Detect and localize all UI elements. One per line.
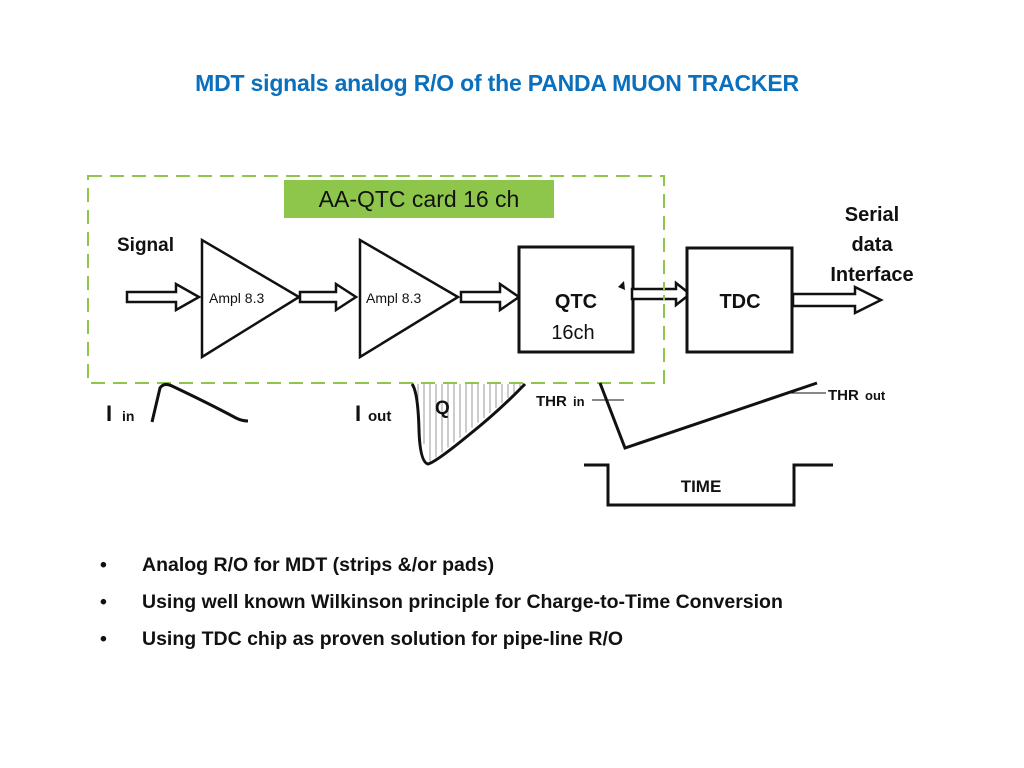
output-label-line3: Interface <box>830 264 913 286</box>
thr-out-label-sub: out <box>865 388 886 403</box>
bullet-text: Analog R/O for MDT (strips &/or pads) <box>142 554 495 576</box>
card-boundary <box>87 175 665 384</box>
bullet-marker: • <box>100 591 107 613</box>
bullet-list: • Analog R/O for MDT (strips &/or pads) •… <box>100 551 900 662</box>
bullet-item: • Analog R/O for MDT (strips &/or pads) <box>100 551 900 580</box>
slide-title-text: MDT signals analog R/O of the PANDA MUON… <box>195 70 799 96</box>
thr-in-label-main: THR <box>536 393 567 410</box>
bullet-item: • Using TDC chip as proven solution for p… <box>100 625 900 654</box>
amplifier-1 <box>200 237 302 360</box>
qtc-sublabel: 16ch <box>551 322 594 344</box>
serial-output-arrow <box>791 284 884 316</box>
output-label-line2: data <box>851 234 893 256</box>
time-pulse <box>584 463 833 507</box>
qtc-label: QTC <box>555 291 597 313</box>
i-out-waveform <box>410 382 527 466</box>
time-label: TIME <box>681 477 722 496</box>
bullet-text: Using well known Wilkinson principle for… <box>142 591 783 613</box>
amplifier-2 <box>358 237 461 360</box>
i-out-label-sub: out <box>368 408 391 425</box>
qtc-to-tdc-arrow <box>630 280 693 308</box>
card-label: AA-QTC card 16 ch <box>284 180 554 218</box>
thr-out-label-main: THR <box>828 387 859 404</box>
thr-in-label-sub: in <box>573 394 585 409</box>
bullet-marker: • <box>100 628 107 650</box>
qtc-marker-icon <box>618 281 625 290</box>
amp2-to-qtc-arrow <box>459 281 522 313</box>
i-in-label-sub: in <box>122 408 134 424</box>
bullet-text: Using TDC chip as proven solution for pi… <box>142 628 624 650</box>
i-out-label-main: I <box>355 401 361 426</box>
slide-title: MDT signals analog R/O of the PANDA MUON… <box>0 70 1024 97</box>
i-in-waveform <box>150 382 249 423</box>
bullet-marker: • <box>100 554 107 576</box>
tdc-label: TDC <box>719 291 760 313</box>
signal-input-arrow <box>125 281 202 313</box>
bullet-item: • Using well known Wilkinson principle fo… <box>100 588 900 617</box>
signal-label: Signal <box>117 235 174 256</box>
qtc-block <box>517 245 635 354</box>
charge-label: Q <box>435 398 450 419</box>
amplifier-2-label: Ampl 8.3 <box>366 290 421 306</box>
amplifier-1-label: Ampl 8.3 <box>209 290 264 306</box>
amp1-to-amp2-arrow <box>298 281 359 313</box>
qtc-ramp-waveform <box>598 381 818 450</box>
charge-hatch <box>417 384 521 463</box>
i-in-label-main: I <box>106 401 112 426</box>
output-label-line1: Serial <box>845 204 899 226</box>
